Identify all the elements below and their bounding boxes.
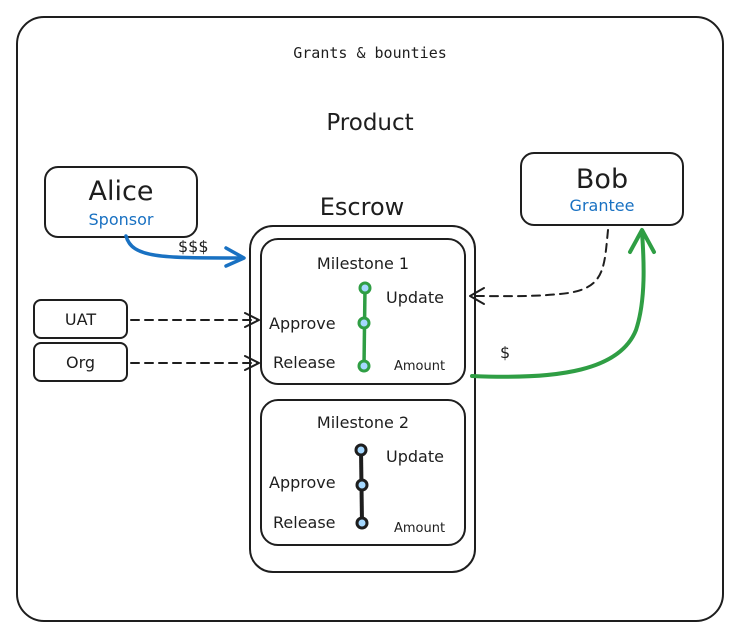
- milestone-1-release: Release: [273, 353, 336, 372]
- milestone-2-release: Release: [273, 513, 336, 532]
- milestone-1-amount: Amount: [394, 359, 446, 374]
- org-release-arrow: [130, 355, 260, 371]
- uat-approve-arrow: [130, 312, 260, 328]
- milestone-1-update: Update: [386, 288, 444, 307]
- uat-node: UAT: [33, 299, 128, 339]
- escrow-label: Escrow: [319, 193, 405, 221]
- uat-label: UAT: [64, 310, 97, 329]
- bob-role: Grantee: [569, 196, 635, 215]
- milestone-1-approve: Approve: [269, 314, 336, 333]
- bob-update-arrow: [469, 229, 609, 305]
- diagram-title: Grants & bounties: [293, 44, 447, 62]
- milestone-1-title: Milestone 1: [316, 254, 410, 273]
- milestone-2-title: Milestone 2: [316, 413, 410, 432]
- milestone-1-timeline: [357, 281, 372, 373]
- org-node: Org: [33, 342, 128, 382]
- milestone-2-timeline: [354, 443, 369, 530]
- milestone-1: Milestone 1 Update Approve Release Amoun…: [260, 238, 466, 385]
- sponsor-payment-arrow: [124, 234, 246, 268]
- alice-node: Alice Sponsor: [44, 166, 198, 238]
- milestone-2-amount: Amount: [394, 521, 446, 536]
- sponsor-payment-label: $$$: [178, 237, 209, 256]
- bob-node: Bob Grantee: [520, 152, 684, 226]
- org-label: Org: [65, 353, 96, 372]
- payout-arrow: [470, 228, 656, 379]
- milestone-2-approve: Approve: [269, 473, 336, 492]
- payout-label: $: [500, 343, 511, 362]
- bob-name: Bob: [575, 164, 629, 195]
- alice-role: Sponsor: [88, 210, 154, 229]
- product-label: Product: [326, 110, 414, 136]
- milestone-2-update: Update: [386, 447, 444, 466]
- alice-name: Alice: [88, 176, 154, 207]
